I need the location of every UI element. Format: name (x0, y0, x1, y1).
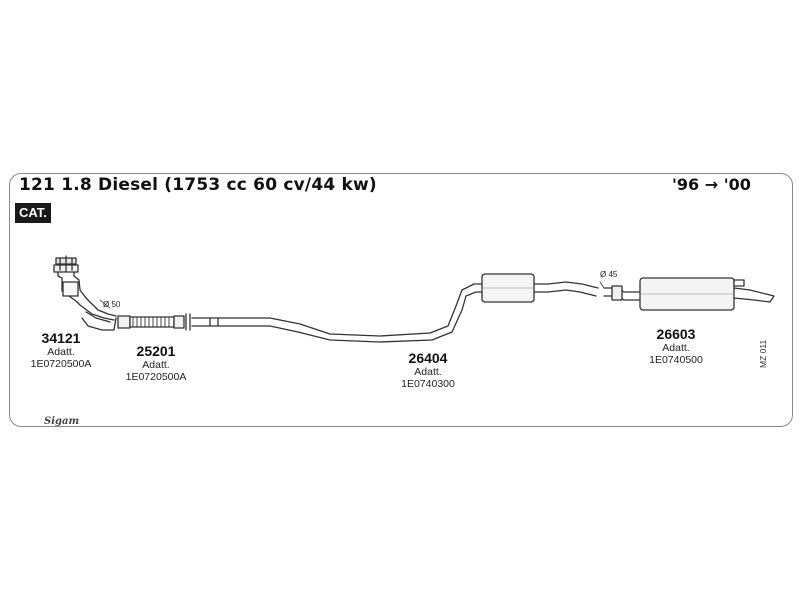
rear-diameter-leader (599, 281, 605, 289)
adapter-code: 1E0720500A (30, 358, 92, 371)
adapter-code: 1E0720500A (125, 371, 187, 384)
part-number: 25201 (136, 343, 176, 359)
part-25201: 25201 Adatt. 1E0720500A (118, 343, 194, 383)
rear-diameter-label: Ø 45 (600, 270, 618, 279)
rear-silencer-26603-shape (603, 277, 775, 311)
front-diameter-label: Ø 50 (103, 300, 121, 309)
part-number: 26603 (656, 326, 696, 342)
model-years: '96 → '00 (672, 175, 751, 194)
diagram-code: MZ 011 (758, 339, 768, 368)
part-34121: 34121 Adatt. 1E0720500A (25, 330, 97, 370)
front-pipe-34121-shape (53, 255, 117, 331)
adapter-code: 1E0740500 (649, 354, 703, 367)
adapter-code: 1E0740300 (401, 378, 455, 391)
adapter-label: Adatt. (662, 342, 690, 355)
adapter-label: Adatt. (47, 346, 75, 359)
front-diameter-leader (99, 299, 111, 309)
part-26603: 26603 Adatt. 1E0740500 (638, 326, 714, 366)
mid-pipe-26404-shape (191, 273, 599, 343)
flex-pipe-25201-shape (117, 313, 191, 331)
cat-badge: CAT. (15, 203, 51, 223)
adapter-label: Adatt. (414, 366, 442, 379)
part-26404: 26404 Adatt. 1E0740300 (390, 350, 466, 390)
brand-logo: Sigam (44, 416, 80, 427)
part-number: 34121 (41, 330, 81, 346)
part-number: 26404 (408, 350, 448, 366)
adapter-label: Adatt. (142, 359, 170, 372)
vehicle-title: 121 1.8 Diesel (1753 cc 60 cv/44 kw) (19, 175, 377, 195)
